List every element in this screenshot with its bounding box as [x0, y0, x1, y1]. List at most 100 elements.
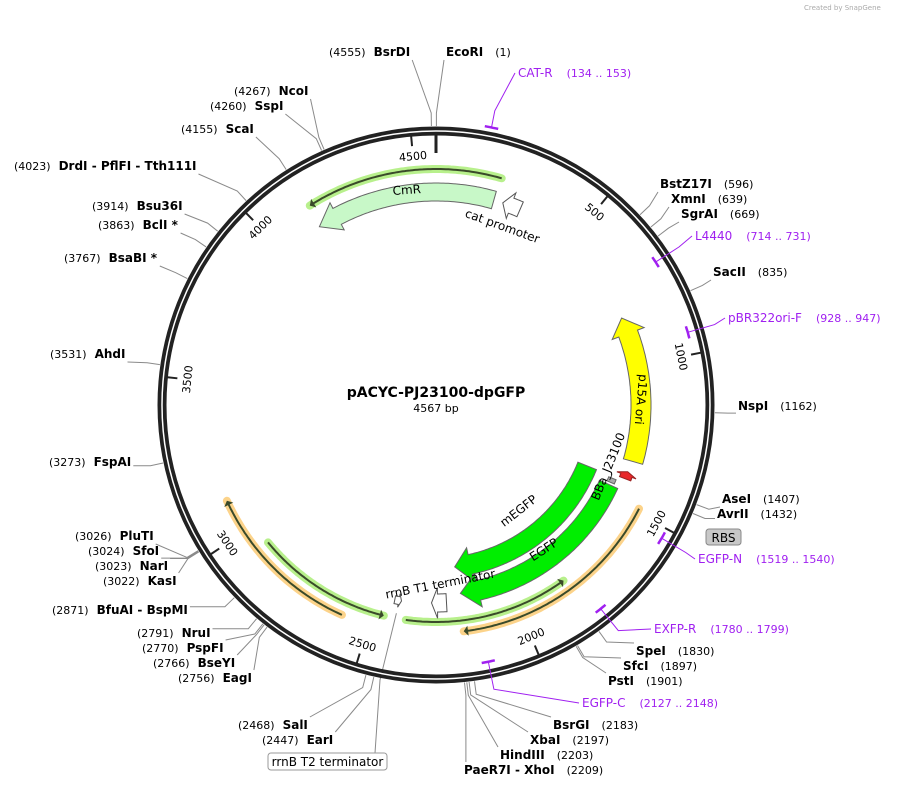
enzyme-site[interactable]: (4155)ScaI	[181, 122, 287, 170]
enzyme-site[interactable]: (2770)PspFI	[142, 623, 264, 655]
megfp-feature[interactable]	[454, 461, 598, 583]
egfp-feature[interactable]	[459, 479, 619, 608]
enzyme-site[interactable]: EcoRI(1)	[435, 45, 511, 126]
enzyme-site[interactable]: (3914)Bsu36I	[92, 199, 219, 232]
egfp-translation[interactable]	[467, 508, 640, 632]
primer-label[interactable]: CAT-R(134 .. 153)	[518, 66, 631, 80]
feature-label-cat-promoter[interactable]: cat promoter	[463, 206, 541, 246]
rrnb-t2-small-feature[interactable]	[393, 593, 403, 608]
enzyme-site[interactable]: (2468)SalI	[238, 674, 367, 732]
rrnb-t1-terminator-feature[interactable]	[430, 587, 448, 619]
enzyme-site[interactable]: (3022)KasI	[103, 551, 200, 588]
enzyme-site[interactable]: (3531)AhdI	[50, 347, 160, 366]
enzyme-label[interactable]: (3273)FspAI	[49, 455, 131, 469]
enzyme-label[interactable]: PaeR7I - XhoI(2209)	[464, 763, 603, 777]
p15a-ori-feature[interactable]	[611, 317, 652, 465]
enzyme-site[interactable]: HindIII(2203)	[466, 682, 593, 762]
cat-promoter-feature[interactable]	[502, 191, 524, 221]
enzyme-label[interactable]: SpeI(1830)	[636, 644, 714, 658]
enzyme-site[interactable]: (4555)BsrDI	[329, 45, 432, 127]
enzyme-site[interactable]: SgrAI(669)	[657, 207, 760, 237]
enzyme-label[interactable]: NspI(1162)	[738, 399, 817, 413]
enzyme-label[interactable]: PstI(1901)	[608, 674, 683, 688]
primer-site[interactable]: EGFP-N(1519 .. 1540)	[657, 531, 835, 566]
enzyme-site[interactable]: BstZ17I(596)	[639, 177, 753, 216]
enzyme-label[interactable]: (3022)KasI	[103, 574, 177, 588]
enzyme-site[interactable]: SfcI(1897)	[577, 645, 698, 674]
feature-label-cmr[interactable]: CmR	[392, 182, 421, 198]
enzyme-site[interactable]: (3273)FspAI	[49, 455, 164, 469]
enzyme-label[interactable]: EcoRI(1)	[446, 45, 511, 59]
enzyme-label[interactable]: (4155)ScaI	[181, 122, 254, 136]
enzyme-label[interactable]: (4023)DrdI - PflFI - Tth111I	[14, 159, 197, 173]
enzyme-label[interactable]: (2756)EagI	[178, 671, 252, 685]
enzyme-site[interactable]: PaeR7I - XhoI(2209)	[464, 682, 603, 778]
cmr-feature[interactable]	[318, 182, 497, 231]
primer-label[interactable]: EGFP-N(1519 .. 1540)	[698, 552, 835, 566]
enzyme-site[interactable]: (2756)EagI	[178, 626, 268, 685]
enzyme-site[interactable]: (4267)NcoI	[234, 84, 325, 150]
enzyme-site[interactable]: PstI(1901)	[575, 646, 683, 688]
enzyme-site[interactable]: NspI(1162)	[714, 399, 817, 414]
bba-j23100-feature[interactable]	[616, 471, 637, 482]
enzyme-label[interactable]: BstZ17I(596)	[660, 177, 753, 191]
primer-site[interactable]: EXFP-R(1780 .. 1799)	[594, 603, 789, 636]
enzyme-label[interactable]: (2871)BfuAI - BspMI	[52, 603, 188, 617]
enzyme-site[interactable]: SpeI(1830)	[598, 631, 714, 658]
enzyme-label[interactable]: SfcI(1897)	[623, 659, 697, 673]
enzyme-label[interactable]: (4555)BsrDI	[329, 45, 410, 59]
enzyme-site[interactable]: (2766)BseYI	[153, 624, 265, 670]
enzyme-label[interactable]: HindIII(2203)	[500, 748, 593, 762]
enzyme-label[interactable]: (3767)BsaBI *	[64, 251, 158, 265]
enzyme-site[interactable]: (2871)BfuAI - BspMI	[52, 597, 235, 617]
rrnb-t2-label[interactable]: rrnB T2 terminator	[267, 752, 388, 771]
enzyme-label[interactable]: AseI(1407)	[722, 492, 800, 506]
orange-translation-2[interactable]	[227, 503, 343, 616]
enzyme-label[interactable]: (2791)NruI	[137, 626, 211, 640]
enzyme-site[interactable]: (3767)BsaBI *	[64, 251, 188, 280]
cmr-translation[interactable]	[312, 168, 502, 205]
enzyme-site[interactable]: SacII(835)	[690, 265, 788, 292]
primer-site[interactable]: L4440(714 .. 731)	[651, 229, 811, 268]
enzyme-label[interactable]: (3863)BclI *	[98, 218, 179, 232]
enzyme-label[interactable]: (3024)SfoI	[88, 544, 159, 558]
enzyme-label[interactable]: SacII(835)	[713, 265, 787, 279]
primer-site[interactable]: CAT-R(134 .. 153)	[484, 66, 631, 131]
enzyme-site[interactable]: (2447)EarI	[262, 676, 375, 747]
enzyme-label[interactable]: BsrGI(2183)	[553, 718, 638, 732]
enzyme-label[interactable]: (2766)BseYI	[153, 656, 235, 670]
primer-label[interactable]: EGFP-C(2127 .. 2148)	[582, 696, 718, 710]
enzyme-label[interactable]: (2447)EarI	[262, 733, 333, 747]
enzyme-site[interactable]: AvrII(1432)	[692, 507, 797, 521]
enzyme-site[interactable]: AseI(1407)	[696, 492, 800, 510]
enzyme-label[interactable]: (3914)Bsu36I	[92, 199, 183, 213]
primer-label[interactable]: L4440(714 .. 731)	[695, 229, 811, 243]
enzyme-site[interactable]: (3863)BclI *	[98, 218, 207, 248]
enzyme-label[interactable]: XmnI(639)	[671, 192, 747, 206]
primer-label[interactable]: pBR322ori-F(928 .. 947)	[728, 311, 881, 325]
enzyme-site[interactable]: BsrGI(2183)	[474, 681, 639, 732]
green-translation-1[interactable]	[405, 581, 562, 623]
enzyme-site[interactable]: (3023)NarI	[95, 551, 199, 573]
enzyme-label[interactable]: SgrAI(669)	[681, 207, 760, 221]
enzyme-label[interactable]: (2770)PspFI	[142, 641, 224, 655]
green-translation-2[interactable]	[267, 541, 381, 616]
enzyme-label[interactable]: (3531)AhdI	[50, 347, 125, 361]
rbs-label[interactable]: RBS	[705, 528, 742, 546]
enzyme-label[interactable]: AvrII(1432)	[717, 507, 797, 521]
enzyme-label[interactable]: (4267)NcoI	[234, 84, 308, 98]
feature-label-p15a-ori[interactable]: p15A ori	[632, 374, 650, 426]
enzyme-site[interactable]: (3026)PluTI	[75, 529, 199, 558]
primer-site[interactable]: pBR322ori-F(928 .. 947)	[684, 311, 881, 339]
enzyme-label[interactable]: (3023)NarI	[95, 559, 168, 573]
enzyme-site[interactable]: (4023)DrdI - PflFI - Tth111I	[14, 159, 247, 201]
enzyme-site[interactable]: XbaI(2197)	[468, 681, 609, 747]
enzyme-site[interactable]: XmnI(639)	[650, 192, 747, 228]
primer-site[interactable]: EGFP-C(2127 .. 2148)	[481, 659, 718, 710]
enzyme-site[interactable]: (4260)SspI	[210, 99, 323, 151]
primer-label[interactable]: EXFP-R(1780 .. 1799)	[654, 622, 789, 636]
rbs-feature[interactable]	[606, 476, 617, 485]
enzyme-label[interactable]: (2468)SalI	[238, 718, 308, 732]
enzyme-site[interactable]: (2791)NruI	[137, 618, 257, 640]
enzyme-site[interactable]: (3024)SfoI	[88, 544, 199, 559]
